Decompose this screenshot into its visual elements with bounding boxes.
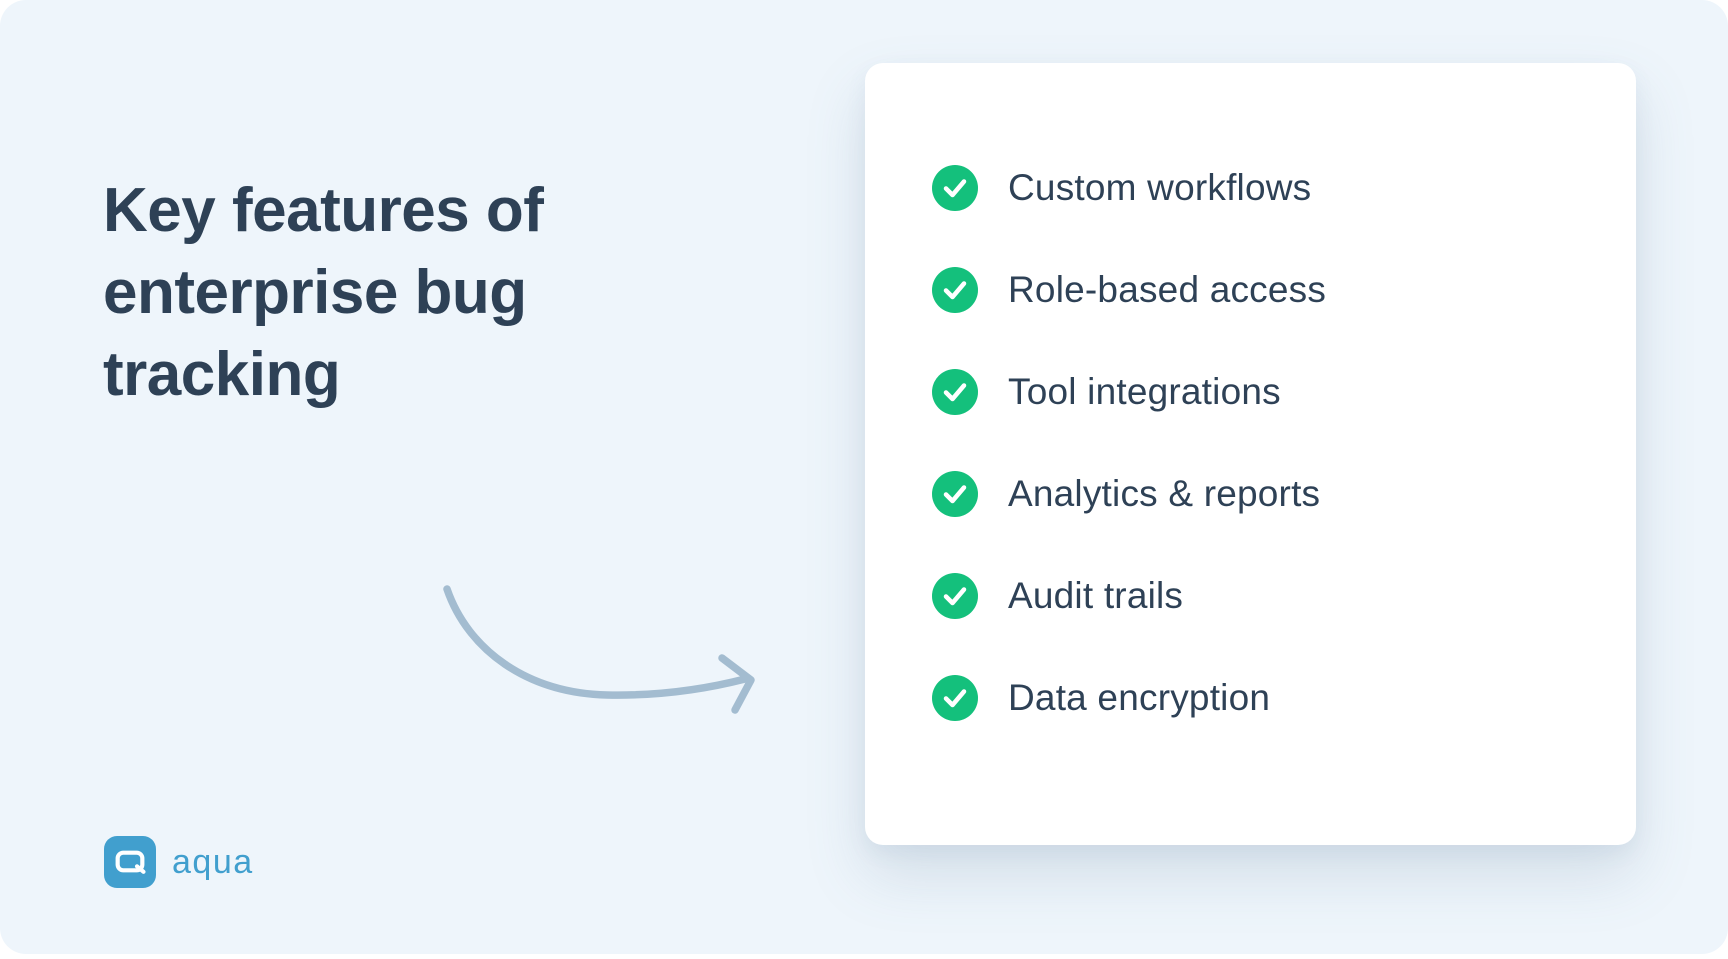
list-item: Custom workflows <box>932 165 1636 211</box>
list-item: Audit trails <box>932 573 1636 619</box>
feature-label: Role-based access <box>1008 269 1327 310</box>
check-icon <box>932 267 978 313</box>
page-title-line: enterprise bug <box>103 258 527 327</box>
feature-label: Audit trails <box>1008 575 1184 616</box>
check-icon <box>932 471 978 517</box>
feature-label: Analytics & reports <box>1008 473 1321 514</box>
list-item: Data encryption <box>932 675 1636 721</box>
list-item: Analytics & reports <box>932 471 1636 517</box>
feature-label: Custom workflows <box>1008 167 1312 208</box>
feature-label: Data encryption <box>1008 677 1271 718</box>
page-title-line: tracking <box>103 340 341 409</box>
feature-label: Tool integrations <box>1008 371 1281 412</box>
page-title-line: Key features of <box>103 176 544 245</box>
brand-wordmark: aqua <box>172 842 254 881</box>
brand-logo: aqua <box>104 836 254 888</box>
check-icon <box>932 573 978 619</box>
page-title: Key features of enterprise bug tracking <box>103 170 663 416</box>
check-icon <box>932 675 978 721</box>
aqua-logo-icon <box>104 836 156 888</box>
check-icon <box>932 369 978 415</box>
list-item: Role-based access <box>932 267 1636 313</box>
check-icon <box>932 165 978 211</box>
list-item: Tool integrations <box>932 369 1636 415</box>
